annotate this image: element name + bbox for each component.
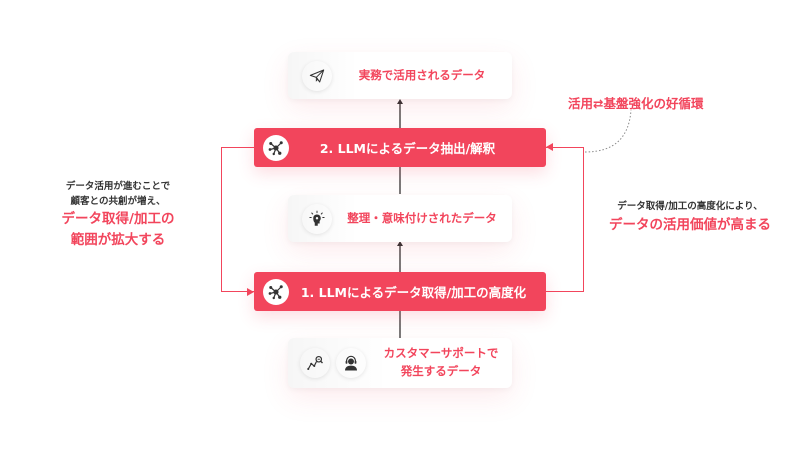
step1-bar-label: 1. LLMによるデータ取得/加工の高度化 [300,285,527,300]
arrowhead-up-icon [397,241,403,246]
connector-step1-to-middle [399,244,401,272]
chart-search-icon [300,348,330,378]
cycle-pointer-curve [584,109,632,153]
network-hub-icon [263,278,289,305]
cycle-annotation: 活用⇄基盤強化の好循環 [568,96,704,111]
bottom-card-support-data: カスタマーサポートで 発生するデータ [288,338,512,388]
step1-llm-acquisition-bar: 1. LLMによるデータ取得/加工の高度化 [254,272,546,311]
left-loop-connector [221,147,254,292]
left-annotation-line1: データ活用が進むことで [65,181,171,192]
left-annotation-highlight2: 範囲が拡大する [70,231,166,248]
left-annotation-line2: 顧客との共創が増え、 [70,195,166,207]
paper-plane-icon [302,60,332,91]
bottom-card-label-line2: 発生するデータ [400,364,482,378]
step2-bar-label: 2. LLMによるデータ抽出/解釈 [319,141,496,156]
step2-llm-extraction-bar: 2. LLMによるデータ抽出/解釈 [254,128,546,167]
right-annotation-highlight: データの活用価値が高まる [609,216,771,233]
network-hub-icon [263,134,289,161]
right-annotation: データ取得/加工の高度化により、 データの活用価値が高まる [592,200,788,235]
middle-card-organized-data: 整理・意味付けされたデータ [288,195,512,242]
right-loop-connector [546,147,584,292]
arrow-into-step2-icon [546,143,553,151]
bottom-card-label: カスタマーサポートで 発生するデータ [366,345,512,381]
arrow-into-step1-icon [247,288,254,296]
arrowhead-up-icon [397,99,403,104]
bottom-card-label-line1: カスタマーサポートで [383,346,499,361]
right-annotation-line1: データ取得/加工の高度化により、 [617,201,763,212]
middle-card-label: 整理・意味付けされたデータ [347,210,497,225]
left-annotation: データ活用が進むことで 顧客との共創が増え、 データ取得/加工の 範囲が拡大する [28,180,208,250]
connector-middle-to-step2 [399,167,401,194]
top-card-label: 実務で活用されるデータ [358,67,486,82]
left-annotation-highlight1: データ取得/加工の [61,211,175,228]
top-card-applied-data: 実務で活用されるデータ [288,52,512,99]
connector-step2-to-top [399,102,401,128]
connector-bottom-to-step1 [399,311,401,338]
support-agent-icon [336,348,366,378]
lightbulb-head-icon [302,203,332,234]
